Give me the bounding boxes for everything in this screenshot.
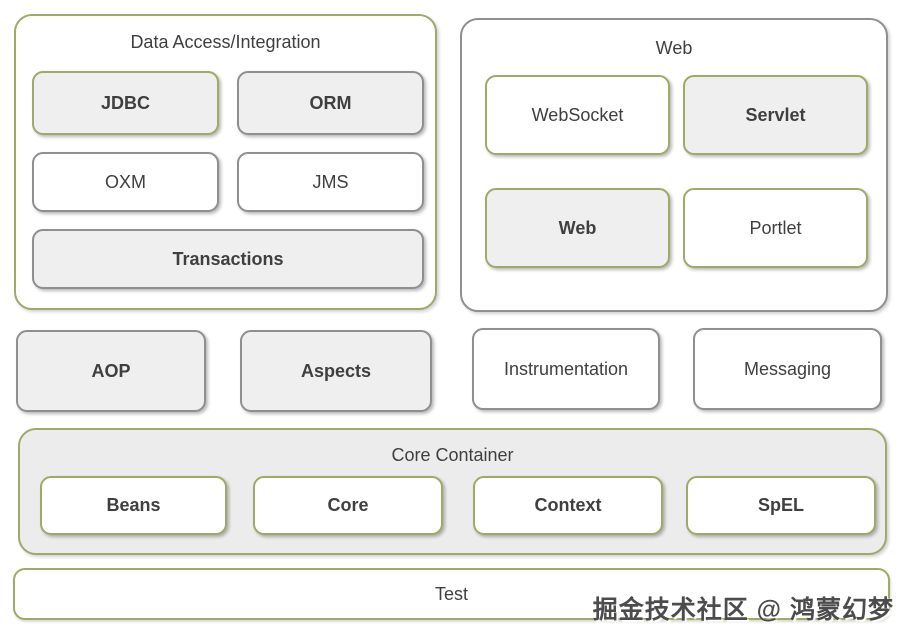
data-access-integration-container: Data Access/Integration JDBC ORM OXM JMS… bbox=[14, 14, 437, 310]
module-box-servlet: Servlet bbox=[683, 75, 868, 155]
module-box-portlet: Portlet bbox=[683, 188, 868, 268]
module-box-jdbc: JDBC bbox=[32, 71, 219, 135]
data-access-integration-title: Data Access/Integration bbox=[130, 32, 321, 52]
core-container: Core Container Beans Core Context SpEL bbox=[18, 428, 887, 555]
module-box-core: Core bbox=[253, 476, 443, 535]
module-box-transactions: Transactions bbox=[32, 229, 424, 289]
module-box-instrumentation: Instrumentation bbox=[472, 328, 660, 410]
module-box-web: Web bbox=[485, 188, 670, 268]
module-box-orm: ORM bbox=[237, 71, 424, 135]
module-box-aop: AOP bbox=[16, 330, 206, 412]
module-box-websocket: WebSocket bbox=[485, 75, 670, 155]
web-container: Web WebSocket Servlet Web Portlet bbox=[460, 18, 888, 312]
module-box-test: Test bbox=[13, 568, 890, 620]
module-box-context: Context bbox=[473, 476, 663, 535]
module-box-beans: Beans bbox=[40, 476, 227, 535]
core-container-title: Core Container bbox=[391, 445, 514, 465]
module-box-messaging: Messaging bbox=[693, 328, 882, 410]
module-box-oxm: OXM bbox=[32, 152, 219, 212]
module-box-jms: JMS bbox=[237, 152, 424, 212]
module-box-spel: SpEL bbox=[686, 476, 876, 535]
module-box-aspects: Aspects bbox=[240, 330, 432, 412]
watermark-text: 掘金技术社区 @ 鸿蒙幻梦 bbox=[592, 596, 894, 624]
web-container-title: Web bbox=[655, 38, 693, 58]
